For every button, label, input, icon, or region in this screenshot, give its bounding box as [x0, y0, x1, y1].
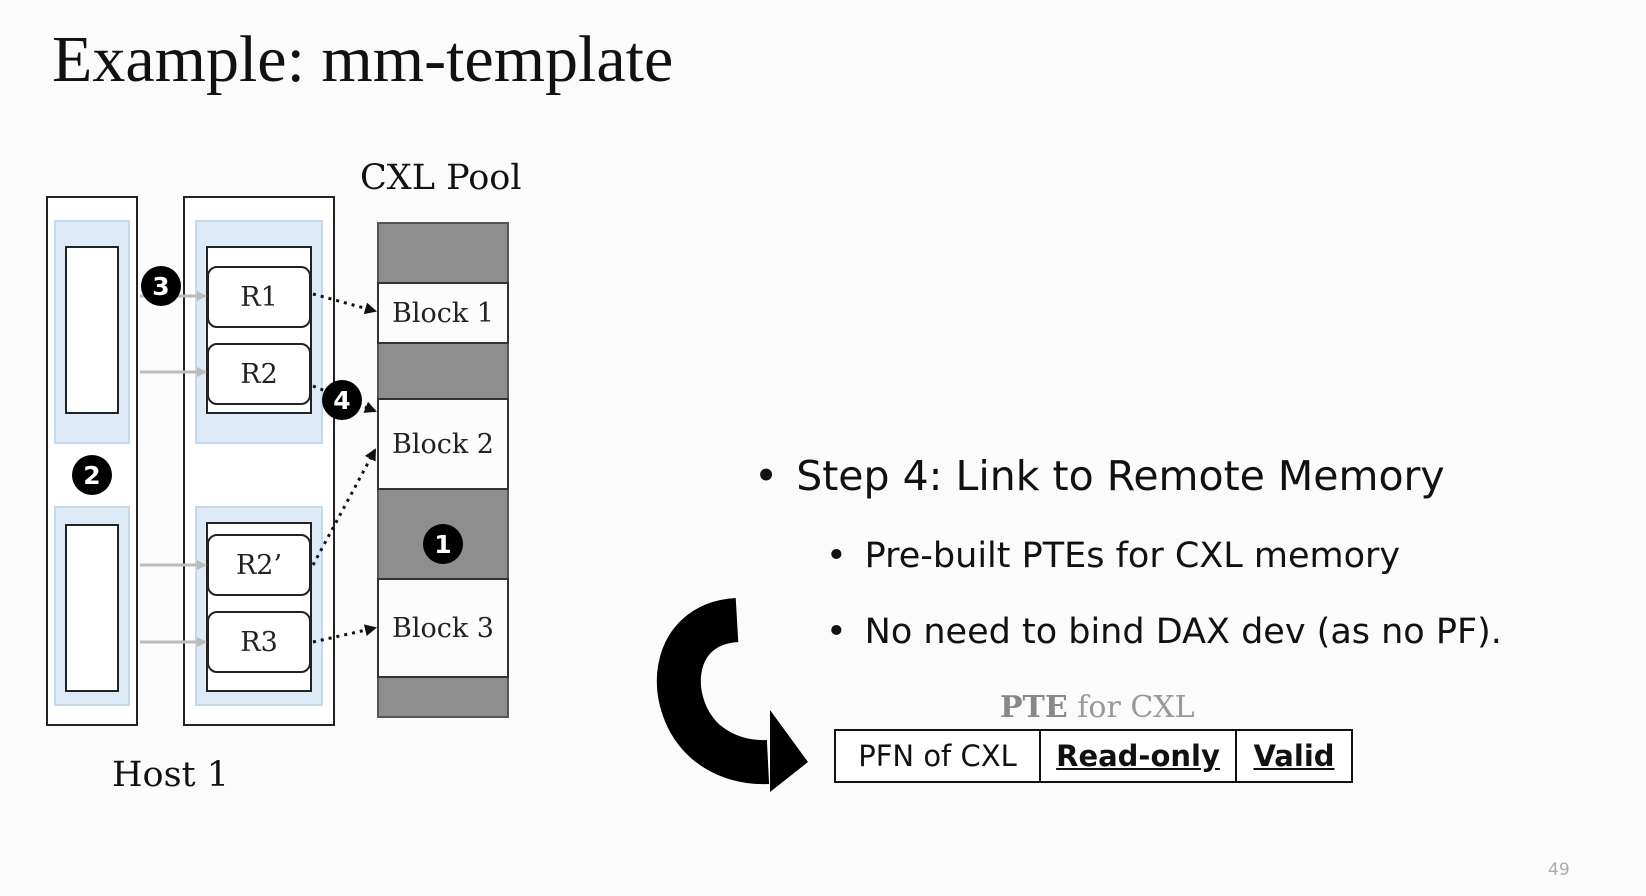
- step-badge-2: 2: [72, 455, 112, 495]
- step-badge-3: 3: [141, 266, 181, 306]
- curved-arrow-head: [770, 710, 808, 792]
- slide-title: Example: mm-template: [52, 23, 674, 96]
- region-r1: R1: [207, 266, 311, 328]
- map-arrow-r1-block1: [312, 292, 377, 315]
- bullet-sub-1-text: Pre-built PTEs for CXL memory: [864, 536, 1401, 576]
- block-2: Block 2: [377, 398, 509, 490]
- pte-title-bold: PTE: [1000, 690, 1068, 725]
- map-arrow-r2p-block2: [311, 448, 377, 566]
- bullet-sub-2-text: No need to bind DAX dev (as no PF).: [864, 612, 1502, 652]
- pte-cell-read-only: Read-only: [1041, 731, 1237, 781]
- bullet-main-text: Step 4: Link to Remote Memory: [796, 452, 1445, 500]
- pte-title: PTE for CXL: [1000, 690, 1195, 725]
- host-label: Host 1: [112, 755, 230, 795]
- pte-title-rest: for CXL: [1067, 690, 1195, 725]
- block-1: Block 1: [377, 282, 509, 344]
- region-r2-prime: R2’: [207, 534, 311, 596]
- bullet-dot: •: [754, 452, 779, 500]
- pte-table: PFN of CXL Read-only Valid: [834, 729, 1353, 783]
- bullet-dot: •: [826, 612, 847, 652]
- map-arrow-r3-block3: [312, 624, 377, 644]
- page-table-left-bottom: [65, 524, 119, 692]
- page-table-left-top: [65, 246, 119, 414]
- pte-cell-valid: Valid: [1253, 739, 1335, 773]
- region-r2: R2: [207, 343, 311, 405]
- step-badge-1: 1: [423, 524, 463, 564]
- pte-cell-pfn: PFN of CXL: [836, 731, 1041, 781]
- bullet-dot: •: [826, 536, 847, 576]
- block-3: Block 3: [377, 578, 509, 678]
- region-r3: R3: [207, 611, 311, 673]
- bullet-sub-2: • No need to bind DAX dev (as no PF).: [826, 612, 1502, 652]
- page-number: 49: [1548, 860, 1570, 880]
- bullet-sub-1: • Pre-built PTEs for CXL memory: [826, 536, 1400, 576]
- step-badge-4: 4: [322, 380, 362, 420]
- curved-arrow: [656, 598, 770, 785]
- bullet-main: • Step 4: Link to Remote Memory: [754, 452, 1445, 500]
- cxl-pool-label: CXL Pool: [360, 158, 522, 198]
